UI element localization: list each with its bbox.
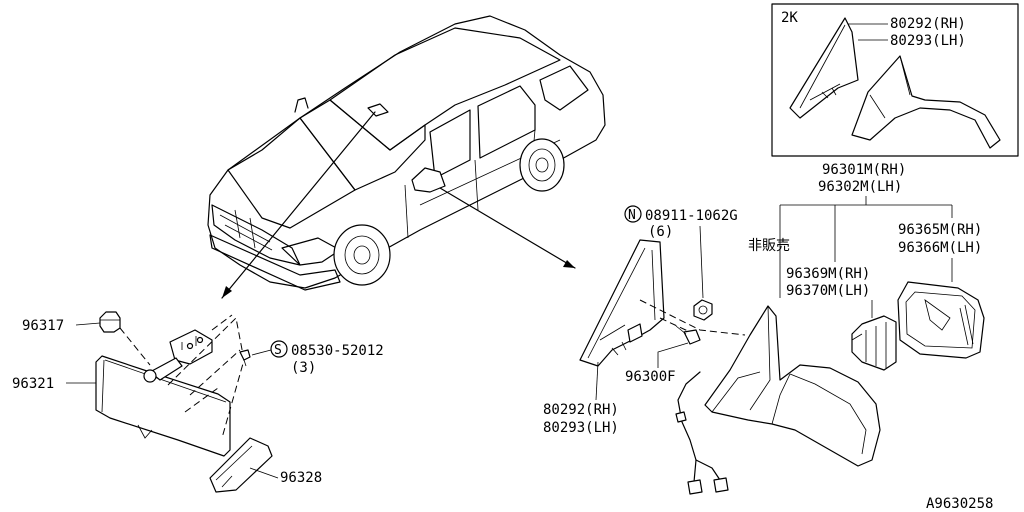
label-96321: 96321 xyxy=(12,376,54,392)
inset-part-lh: 80293(LH) xyxy=(890,33,966,49)
label-96366M: 96366M(LH) xyxy=(898,240,982,256)
bolt-marker: N xyxy=(628,208,636,223)
door-mirror-assembly: 96301M(RH) 96302M(LH) N 08911-1062G (6) … xyxy=(543,162,985,495)
label-96328: 96328 xyxy=(280,470,322,486)
label-08911-1062G: 08911-1062G xyxy=(645,208,738,224)
screw-marker: S xyxy=(274,343,282,358)
label-96300F: 96300F xyxy=(625,369,676,385)
label-80293: 80293(LH) xyxy=(543,420,619,436)
label-not-for-sale: 非販売 xyxy=(748,238,790,254)
label-96302M: 96302M(LH) xyxy=(818,179,902,195)
label-96317: 96317 xyxy=(22,318,64,334)
label-screw-qty: (3) xyxy=(291,360,316,376)
label-96365M: 96365M(RH) xyxy=(898,222,982,238)
label-bolt-qty: (6) xyxy=(648,224,673,240)
inset-part-rh: 80292(RH) xyxy=(890,16,966,32)
label-08530-52012: 08530-52012 xyxy=(291,343,384,359)
label-96369M: 96369M(RH) xyxy=(786,266,870,282)
label-80292: 80292(RH) xyxy=(543,402,619,418)
label-96370M: 96370M(LH) xyxy=(786,283,870,299)
inset-tag: 2K xyxy=(781,10,798,26)
label-96301M: 96301M(RH) xyxy=(822,162,906,178)
inset-2k: 2K 80292(RH) 80293(LH) xyxy=(771,3,1019,157)
car-leader-arrows xyxy=(221,111,576,299)
car-illustration xyxy=(207,15,606,291)
figure-id: A9630258 xyxy=(926,496,993,512)
inner-mirror-assembly: 96317 96321 96328 S 08530-52 xyxy=(12,311,384,493)
